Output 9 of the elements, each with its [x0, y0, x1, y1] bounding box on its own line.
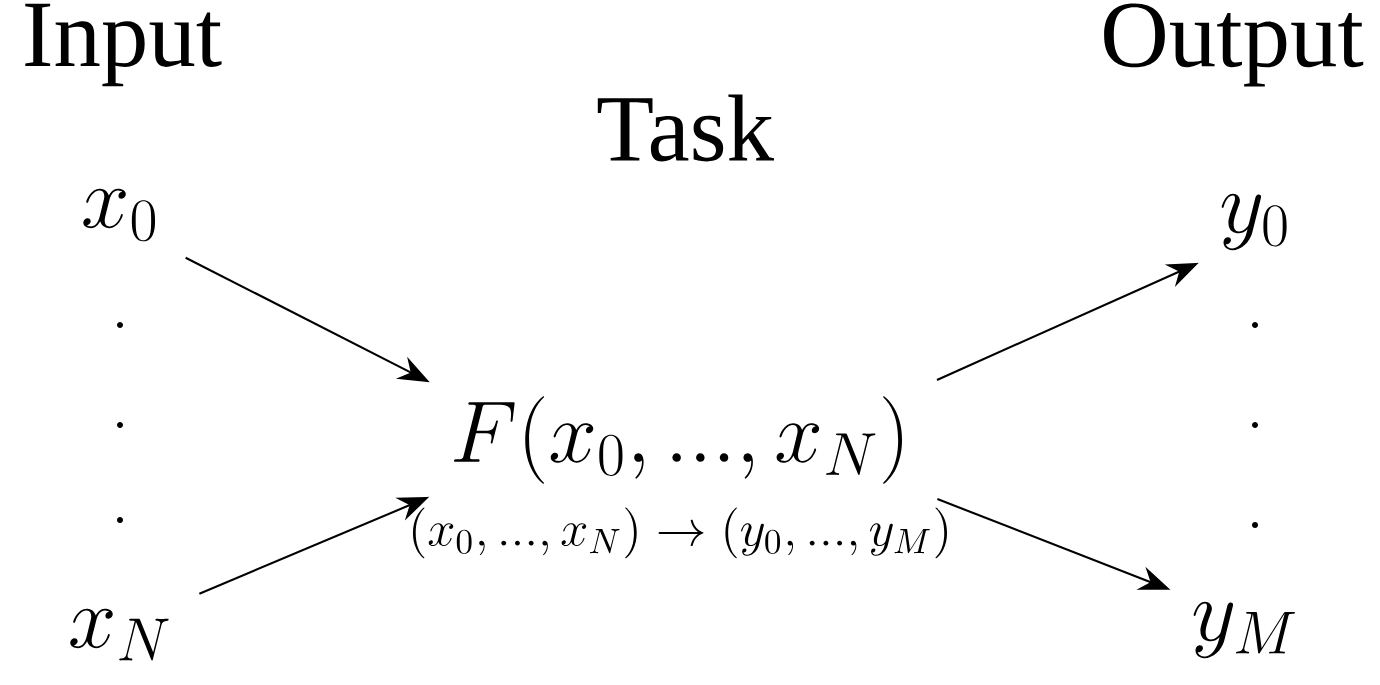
variable-label: $y_0$	[1221, 193, 1287, 251]
heading: Input	[25, 3, 222, 87]
mapping-formula: $(x_0, ..., x_N) \to (y_0, ..., y_M)$	[412, 507, 947, 559]
heading: Task	[597, 94, 775, 162]
variable-label: $x_0$	[83, 188, 156, 242]
heading: Output	[1104, 3, 1364, 87]
formula: $F(x_0, ..., x_N)$	[454, 396, 902, 484]
variable-label: $x_N$	[70, 608, 169, 661]
variable-label: $y_M$	[1193, 601, 1295, 659]
